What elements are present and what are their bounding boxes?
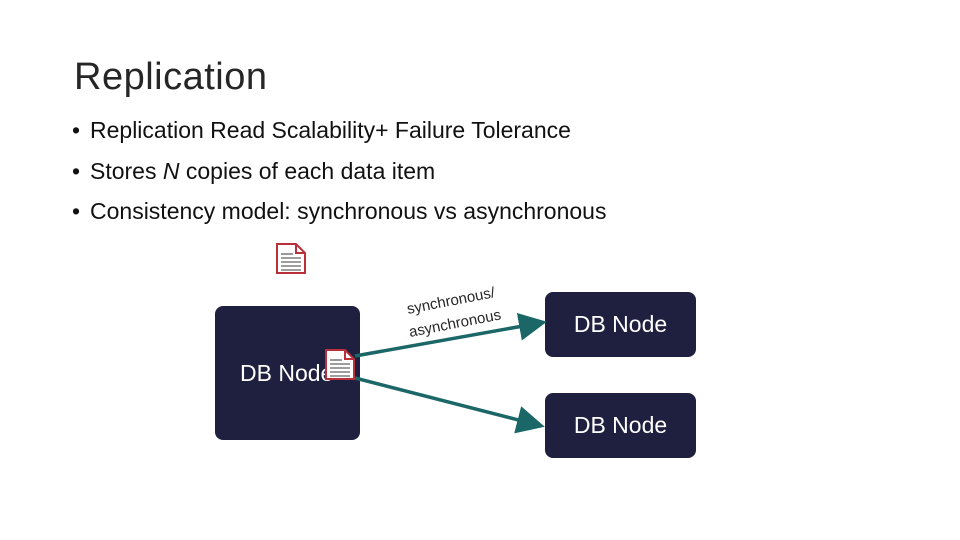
bullet-item: •Replication Read Scalability+ Failure T… [72,117,571,143]
bullet-list: •Replication Read Scalability+ Failure T… [72,110,606,232]
bullet-text: copies of each data item [179,157,436,184]
bullet-item: •Stores N copies of each data item [72,157,436,184]
bullet-text: Stores [90,157,163,184]
arrow-to-replica-1 [354,312,547,358]
slide-title: Replication [74,56,268,98]
replica-db-node-1-label: DB Node [573,311,668,337]
bullet-text-italic: N [162,157,180,184]
replica-db-node-2: DB Node [545,393,696,458]
document-icon [276,243,306,274]
bullet-text: Replication Read Scalability+ Failure To… [90,117,571,143]
main-db-node-label: DB Node [240,359,334,386]
replica-db-node-2-label: DB Node [573,412,668,438]
document-icon [325,349,355,380]
bullet-item: •Consistency model: synchronous vs async… [72,198,607,224]
bullet-text: Consistency model: synchronous vs asynch… [90,198,607,224]
arrow-to-replica-2 [354,376,545,434]
replica-db-node-1: DB Node [545,292,696,357]
